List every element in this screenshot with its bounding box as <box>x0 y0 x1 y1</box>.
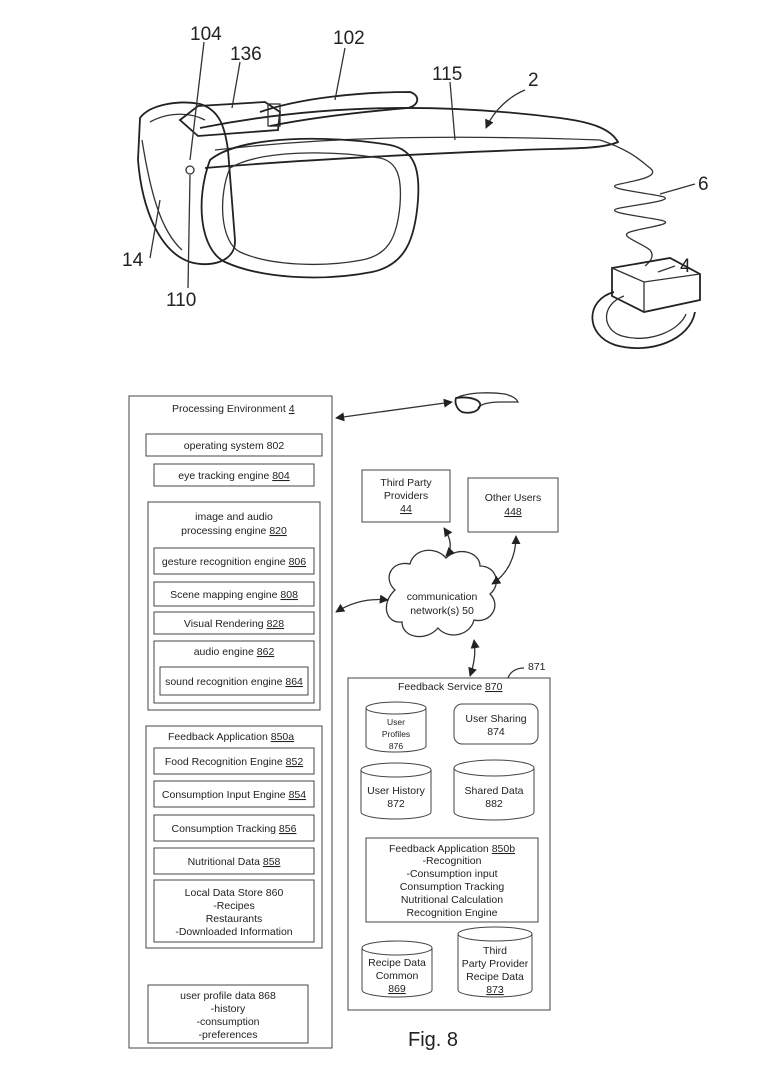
sound-recognition-box <box>159 666 309 696</box>
eye-tracking-box <box>153 463 315 487</box>
feedback-application-b-line-2: -Consumption input <box>406 868 497 880</box>
other-users-label: Other Users <box>485 492 542 504</box>
local-data-store-line-4: -Downloaded Information <box>175 926 292 938</box>
image-audio-label-1: image and audio <box>195 511 273 523</box>
operating-system-box <box>145 433 323 457</box>
user-profile-line-3: -consumption <box>196 1016 259 1028</box>
link-third-party-to-network <box>443 527 456 557</box>
nutritional-data-box <box>153 847 315 875</box>
feedback-service-ref-leader <box>507 667 525 679</box>
operating-system-label: operating system 802 <box>184 440 285 452</box>
shared-data-store <box>453 759 535 821</box>
user-profiles-line-1: User <box>387 717 405 727</box>
recipe-common-line-1: Recipe Data <box>368 957 426 969</box>
figure-caption: Fig. 8 <box>408 1029 458 1051</box>
label-14: 14 <box>122 250 144 271</box>
user-profiles-store <box>365 701 427 753</box>
third-party-label-2: Providers <box>384 490 428 502</box>
other-users-box <box>467 477 559 533</box>
recipe-common-line-2: Common <box>376 970 419 982</box>
feedback-application-b-box <box>365 837 539 923</box>
glasses-icon <box>454 392 520 414</box>
third-party-recipe-store <box>457 926 533 998</box>
feedback-application-b-line-4: Nutritional Calculation <box>401 894 503 906</box>
visual-rendering-box <box>153 611 315 635</box>
gesture-recognition-label: gesture recognition engine 806 <box>162 556 306 568</box>
shared-data-label: Shared Data <box>465 785 524 797</box>
third-party-label-1: Third Party <box>380 477 432 489</box>
communication-network-cloud <box>385 549 497 638</box>
label-4: 4 <box>680 256 691 277</box>
label-102: 102 <box>333 28 365 49</box>
consumption-input-box <box>153 780 315 808</box>
user-profiles-line-2: Profiles <box>382 729 410 739</box>
third-party-recipe-line-2: Party Provider <box>462 958 529 970</box>
local-data-store-line-3: Restaurants <box>206 913 263 925</box>
consumption-input-label: Consumption Input Engine 854 <box>162 789 306 801</box>
feedback-application-b-line-1: -Recognition <box>423 855 482 867</box>
third-party-recipe-line-1: Third <box>483 945 507 957</box>
eye-tracking-label: eye tracking engine 804 <box>178 470 290 482</box>
local-data-store-box <box>153 879 315 943</box>
food-recognition-box <box>153 747 315 775</box>
consumption-tracking-box <box>153 814 315 842</box>
label-136: 136 <box>230 44 262 65</box>
link-network-to-feedback-service <box>468 639 480 677</box>
label-2: 2 <box>528 70 539 91</box>
scene-mapping-box <box>153 581 315 607</box>
glasses-illustration <box>137 41 701 349</box>
user-profile-data-box <box>147 984 309 1044</box>
label-104: 104 <box>190 24 222 45</box>
user-profile-line-1: user profile data 868 <box>180 990 276 1002</box>
communication-network-label-2: network(s) 50 <box>410 605 474 617</box>
link-processing-to-network <box>335 594 389 613</box>
label-110: 110 <box>166 290 196 311</box>
user-profile-line-4: -preferences <box>199 1029 258 1041</box>
food-recognition-label: Food Recognition Engine 852 <box>165 756 304 768</box>
user-sharing-num: 874 <box>487 726 505 738</box>
user-history-num: 872 <box>387 798 405 810</box>
gesture-recognition-box <box>153 547 315 575</box>
feedback-application-b-line-5: Recognition Engine <box>406 907 497 919</box>
other-users-num: 448 <box>504 506 522 518</box>
third-party-providers-box <box>361 469 451 523</box>
user-sharing-box <box>453 703 539 745</box>
feedback-application-b-line-3: Consumption Tracking <box>400 881 505 893</box>
image-audio-label-2: processing engine 820 <box>181 525 287 537</box>
link-other-users-to-network <box>491 535 521 585</box>
user-profiles-num: 876 <box>389 741 403 751</box>
label-6: 6 <box>698 174 709 195</box>
third-party-recipe-line-3: Recipe Data <box>466 971 524 983</box>
label-115: 115 <box>432 64 462 85</box>
user-sharing-label: User Sharing <box>465 713 526 725</box>
local-data-store-line-2: -Recipes <box>213 900 254 912</box>
feedback-service-ref: 871 <box>528 661 546 673</box>
user-history-label: User History <box>367 785 426 797</box>
third-party-recipe-num: 873 <box>486 984 504 996</box>
sound-recognition-label: sound recognition engine 864 <box>165 676 303 688</box>
scene-mapping-label: Scene mapping engine 808 <box>170 589 298 601</box>
feedback-application-b-title: Feedback Application 850b <box>389 843 515 855</box>
feedback-service-title: Feedback Service 870 <box>398 681 503 693</box>
consumption-tracking-label: Consumption Tracking 856 <box>172 823 297 835</box>
user-history-store <box>360 762 432 820</box>
visual-rendering-label: Visual Rendering 828 <box>184 618 284 630</box>
user-profile-line-2: -history <box>211 1003 246 1015</box>
feedback-application-a-title: Feedback Application 850a <box>168 731 294 743</box>
recipe-data-common-store <box>361 940 433 998</box>
shared-data-num: 882 <box>485 798 503 810</box>
communication-network-label-1: communication <box>407 591 478 603</box>
nutritional-data-label: Nutritional Data 858 <box>188 856 281 868</box>
link-processing-to-glasses <box>335 398 453 422</box>
recipe-common-num: 869 <box>388 983 406 995</box>
processing-environment-title: Processing Environment 4 <box>172 403 295 415</box>
audio-engine-label: audio engine 862 <box>194 646 275 658</box>
processing-environment-box <box>128 395 333 1049</box>
third-party-num: 44 <box>400 503 412 515</box>
local-data-store-line-1: Local Data Store 860 <box>185 887 284 899</box>
